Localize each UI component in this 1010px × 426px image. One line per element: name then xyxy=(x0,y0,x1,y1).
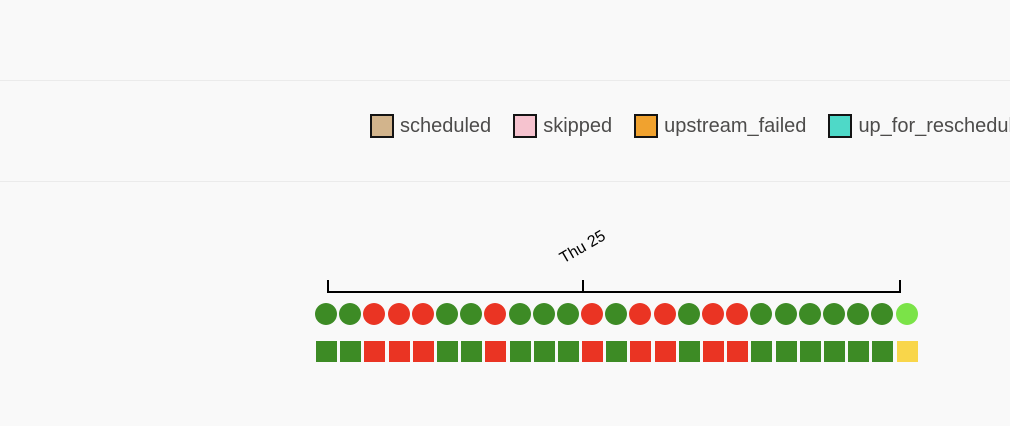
legend-swatch-up_for_reschedule xyxy=(828,114,853,138)
dag-run-status-dot[interactable] xyxy=(532,303,555,325)
dag-run-status-dot[interactable] xyxy=(798,303,821,325)
legend-swatch-skipped xyxy=(513,114,538,138)
task-instances-row xyxy=(316,341,918,362)
legend-swatch-upstream_failed xyxy=(634,114,659,138)
task-instance-status-square[interactable] xyxy=(727,341,749,362)
task-instance-status-square[interactable] xyxy=(364,341,386,362)
dag-run-status-dot[interactable] xyxy=(677,303,700,325)
dag-run-status-dot[interactable] xyxy=(847,303,870,325)
legend-item-skipped: skipped xyxy=(513,113,612,139)
task-instance-status-square[interactable] xyxy=(751,341,773,362)
task-instance-status-square[interactable] xyxy=(461,341,483,362)
task-instance-status-square[interactable] xyxy=(823,341,845,362)
dag-run-status-dot[interactable] xyxy=(822,303,845,325)
legend-item-label: scheduled xyxy=(400,115,492,137)
task-instance-status-square[interactable] xyxy=(896,341,918,362)
task-instance-status-square[interactable] xyxy=(630,341,652,362)
legend-item-scheduled: scheduled xyxy=(370,113,491,139)
axis-tick-label: Thu 25 xyxy=(557,227,609,268)
axis-tick-start xyxy=(327,280,329,293)
divider-bottom xyxy=(0,181,1010,182)
legend-item-label: up_for_reschedule xyxy=(858,115,1010,137)
task-instance-status-square[interactable] xyxy=(436,341,458,362)
dag-run-status-dot[interactable] xyxy=(315,303,337,325)
dag-run-status-dot[interactable] xyxy=(484,303,507,325)
divider-top xyxy=(0,80,1010,81)
task-instance-status-square[interactable] xyxy=(388,341,410,362)
task-instance-status-square[interactable] xyxy=(872,341,894,362)
dag-run-status-dot[interactable] xyxy=(895,303,918,325)
task-instance-status-square[interactable] xyxy=(703,341,724,362)
task-instance-status-square[interactable] xyxy=(533,341,555,362)
dag-run-status-dot[interactable] xyxy=(435,303,458,325)
dag-run-status-dot[interactable] xyxy=(556,303,579,325)
legend-item-label: upstream_failed xyxy=(664,115,807,137)
legend-item-label: skipped xyxy=(543,115,613,137)
task-instance-status-square[interactable] xyxy=(848,341,870,362)
timeline-axis-line xyxy=(327,291,901,293)
task-instance-status-square[interactable] xyxy=(678,341,700,362)
dag-runs-row xyxy=(315,303,918,325)
task-instance-status-square[interactable] xyxy=(582,341,604,362)
legend: scheduled skipped upstream_failed up_for_re… xyxy=(370,113,1010,139)
axis-tick-end xyxy=(899,280,901,293)
dag-run-status-dot[interactable] xyxy=(871,303,894,325)
task-instance-status-square[interactable] xyxy=(557,341,579,362)
dag-run-status-dot[interactable] xyxy=(387,303,410,325)
legend-item-up_for_reschedule: up_for_reschedule xyxy=(828,113,1010,139)
dag-run-status-dot[interactable] xyxy=(339,303,362,325)
legend-item-upstream_failed: upstream_failed xyxy=(634,113,806,139)
task-instance-status-square[interactable] xyxy=(340,341,362,362)
dag-run-status-dot[interactable] xyxy=(750,303,773,325)
task-instance-status-square[interactable] xyxy=(509,341,531,362)
dag-run-status-dot[interactable] xyxy=(411,303,434,325)
dag-run-status-dot[interactable] xyxy=(702,303,724,325)
task-instance-status-square[interactable] xyxy=(316,341,337,362)
dag-run-status-dot[interactable] xyxy=(653,303,676,325)
axis-tick-thu25 xyxy=(582,280,584,293)
task-instance-status-square[interactable] xyxy=(485,341,507,362)
dag-run-status-dot[interactable] xyxy=(460,303,483,325)
dag-run-status-dot[interactable] xyxy=(774,303,797,325)
dag-run-status-dot[interactable] xyxy=(508,303,531,325)
task-instance-status-square[interactable] xyxy=(606,341,628,362)
dag-run-status-dot[interactable] xyxy=(363,303,386,325)
dag-run-status-dot[interactable] xyxy=(726,303,749,325)
task-instance-status-square[interactable] xyxy=(412,341,434,362)
dag-run-status-dot[interactable] xyxy=(581,303,604,325)
dag-run-status-dot[interactable] xyxy=(629,303,652,325)
task-instance-status-square[interactable] xyxy=(654,341,676,362)
task-instance-status-square[interactable] xyxy=(775,341,797,362)
legend-swatch-scheduled xyxy=(370,114,394,138)
dag-run-status-dot[interactable] xyxy=(605,303,628,325)
task-instance-status-square[interactable] xyxy=(799,341,821,362)
